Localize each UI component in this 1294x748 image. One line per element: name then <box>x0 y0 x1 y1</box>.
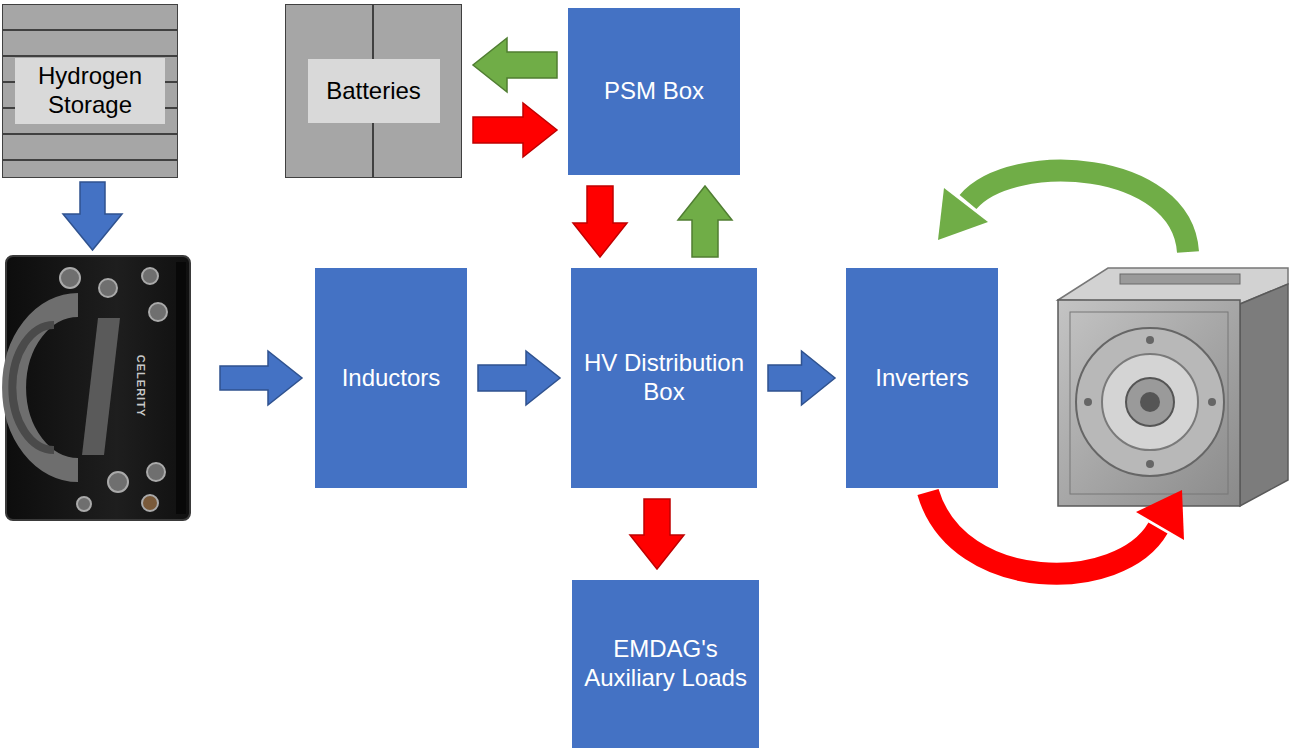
brand-logo-text: CELERITY <box>135 355 147 417</box>
process-box: Inductors <box>315 268 467 488</box>
node-text: PSM Box <box>596 77 712 106</box>
flow-arrow <box>473 103 557 157</box>
node-text: Inductors <box>334 364 449 393</box>
flow-arrow <box>768 351 835 405</box>
fuel-cell-stack <box>6 256 190 520</box>
flow-arrow <box>630 499 684 569</box>
process-box: PSM Box <box>568 8 740 175</box>
fuel-cell-output-arrow <box>220 351 302 405</box>
flow-arrow <box>473 38 557 92</box>
flow-arrow <box>478 351 560 405</box>
process-box: EMDAG's Auxiliary Loads <box>572 580 759 748</box>
hydrogen-feed-arrow <box>63 182 122 250</box>
flow-arrow <box>678 186 732 257</box>
battery-pack: Batteries <box>285 4 462 178</box>
regeneration-arrow <box>938 171 1188 252</box>
process-box: Inverters <box>846 268 998 488</box>
drive-arrow <box>928 490 1184 574</box>
traction-motor <box>1058 268 1288 506</box>
node-text: HV Distribution Box <box>571 349 757 407</box>
storage-tank: Hydrogen Storage <box>2 4 178 178</box>
node-text: Inverters <box>867 364 976 393</box>
flow-arrow <box>573 186 627 257</box>
node-text: Batteries <box>308 59 440 123</box>
process-box: HV Distribution Box <box>571 268 757 488</box>
node-text: Hydrogen Storage <box>15 58 165 124</box>
node-text: EMDAG's Auxiliary Loads <box>572 635 759 693</box>
